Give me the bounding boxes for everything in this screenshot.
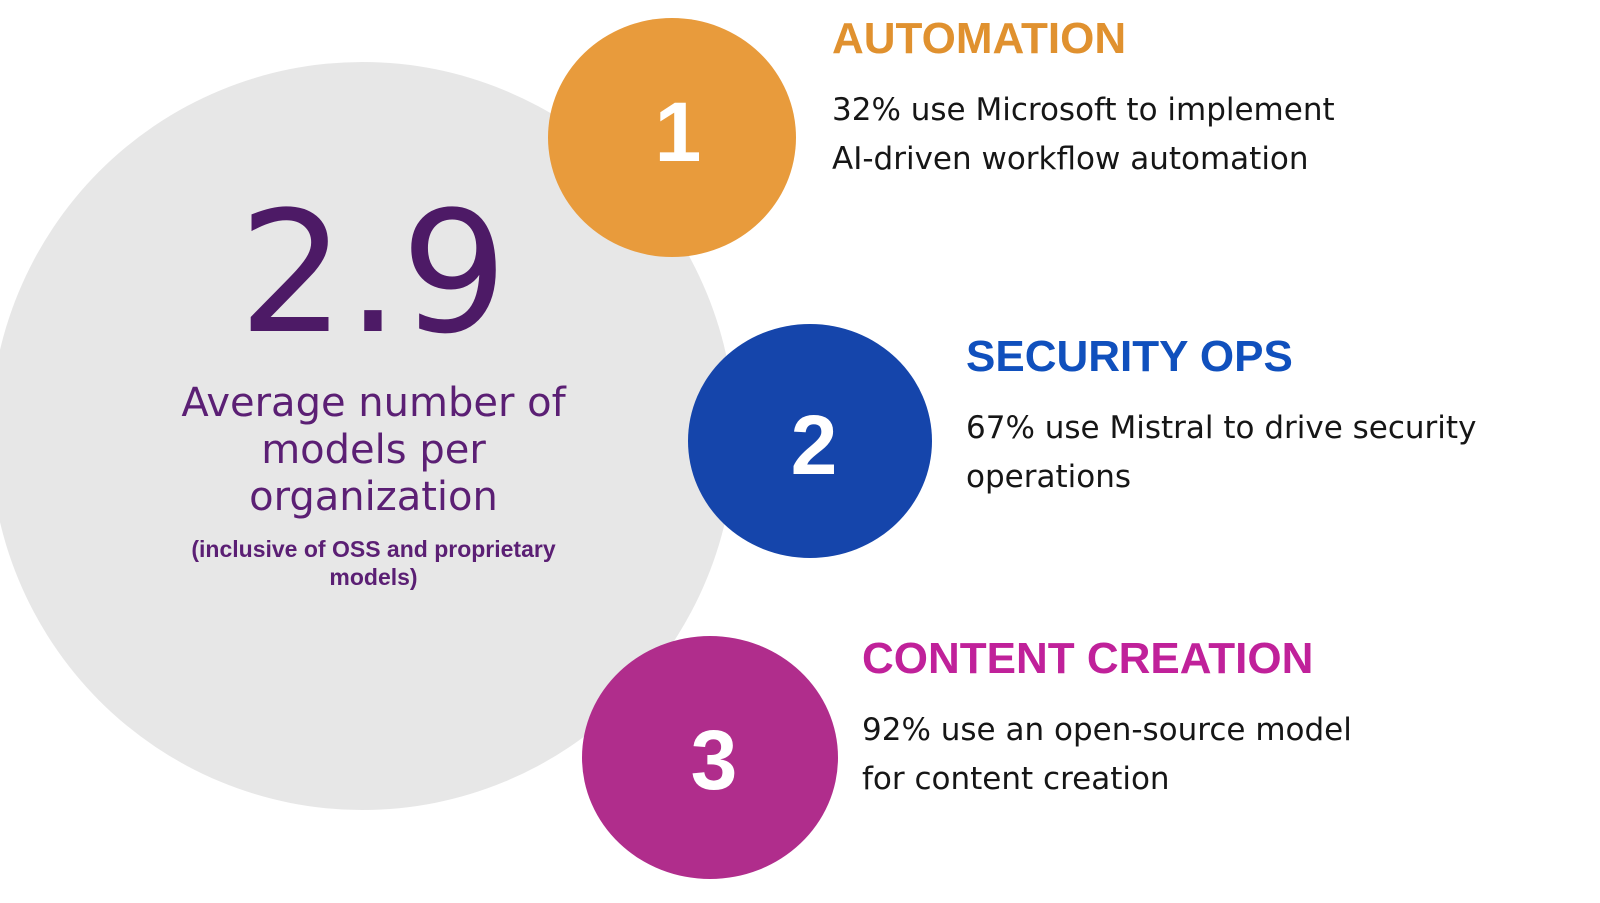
item-body-line-1: 32% use Microsoft to implement [832, 92, 1335, 129]
item-text-security-ops: SECURITY OPS 67% use Mistral to drive se… [966, 332, 1476, 502]
item-heading-automation: AUTOMATION [832, 14, 1127, 63]
stat-content: 2.9 Average number of models per organiz… [0, 62, 735, 810]
item-body-content-creation: 92% use an open-source model for content… [862, 706, 1352, 804]
item-text-content-creation: CONTENT CREATION 92% use an open-source … [862, 634, 1352, 804]
step-number-2: 2 [790, 398, 838, 492]
item-body-line-2: operations [966, 459, 1131, 496]
item-body-automation: 32% use Microsoft to implement AI-driven… [832, 86, 1335, 184]
step-number-1: 1 [654, 84, 702, 179]
stat-note: (inclusive of OSS and proprietary models… [191, 536, 556, 591]
step-number-circle-2: 2 [688, 324, 932, 558]
step-number-circle-3: 3 [582, 636, 838, 879]
item-body-line-2: AI-driven workflow automation [832, 141, 1309, 178]
item-body-line-2: for content creation [862, 761, 1170, 798]
item-text-automation: AUTOMATION 32% use Microsoft to implemen… [832, 14, 1335, 184]
item-body-security-ops: 67% use Mistral to drive security operat… [966, 404, 1476, 502]
stat-value: 2.9 [238, 175, 509, 371]
item-heading-security-ops: SECURITY OPS [966, 332, 1293, 381]
step-number-circle-1: 1 [548, 18, 796, 257]
stat-label: Average number of models per organizatio… [181, 379, 566, 520]
step-number-3: 3 [690, 712, 738, 807]
item-body-line-1: 67% use Mistral to drive security [966, 410, 1477, 447]
item-body-line-1: 92% use an open-source model [862, 712, 1352, 749]
item-heading-content-creation: CONTENT CREATION [862, 634, 1314, 683]
